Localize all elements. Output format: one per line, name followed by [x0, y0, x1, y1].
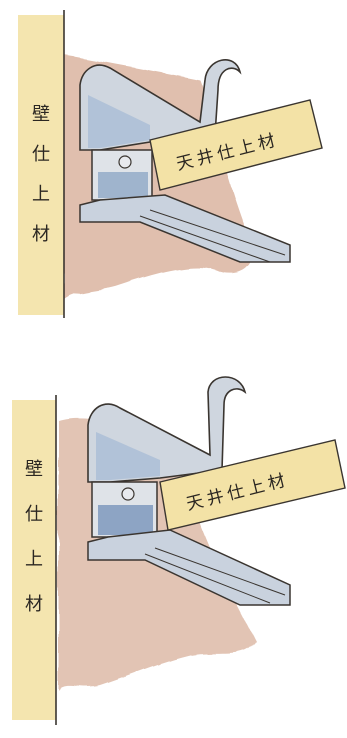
wall-label-1-char-1: 壁: [32, 104, 50, 125]
wall-label-1-char-4: 材: [32, 224, 50, 245]
rail-track-grooves-2: [144, 547, 286, 604]
ceiling-board-1: [149, 99, 323, 191]
ceiling-board-2: [159, 439, 346, 531]
figure-2: [12, 376, 346, 725]
wall-label-2-char-3: 上: [25, 549, 43, 570]
screw-icon-1: [118, 155, 132, 169]
rail-track-1: [79, 194, 291, 263]
rail-track-2: [87, 529, 291, 606]
rail-hook-shade-2: [96, 432, 160, 480]
wall-board-2: [12, 400, 56, 720]
wall-label-1-char-3: 上: [32, 184, 50, 205]
wall-label-2-char-4: 材: [25, 594, 43, 615]
wall-board-1: [18, 15, 64, 315]
figure-1: [18, 10, 323, 318]
rail-hook-shade-1: [88, 95, 150, 148]
rail-bracket-inner-1: [98, 172, 148, 198]
rail-bracket-inner-2: [98, 505, 153, 535]
wall-label-1-char-2: 仕: [32, 144, 50, 165]
screw-icon-2: [121, 487, 135, 501]
rail-track-grooves-1: [139, 209, 286, 263]
wall-label-2-char-1: 壁: [25, 459, 43, 480]
wall-label-2-char-2: 仕: [25, 504, 43, 525]
